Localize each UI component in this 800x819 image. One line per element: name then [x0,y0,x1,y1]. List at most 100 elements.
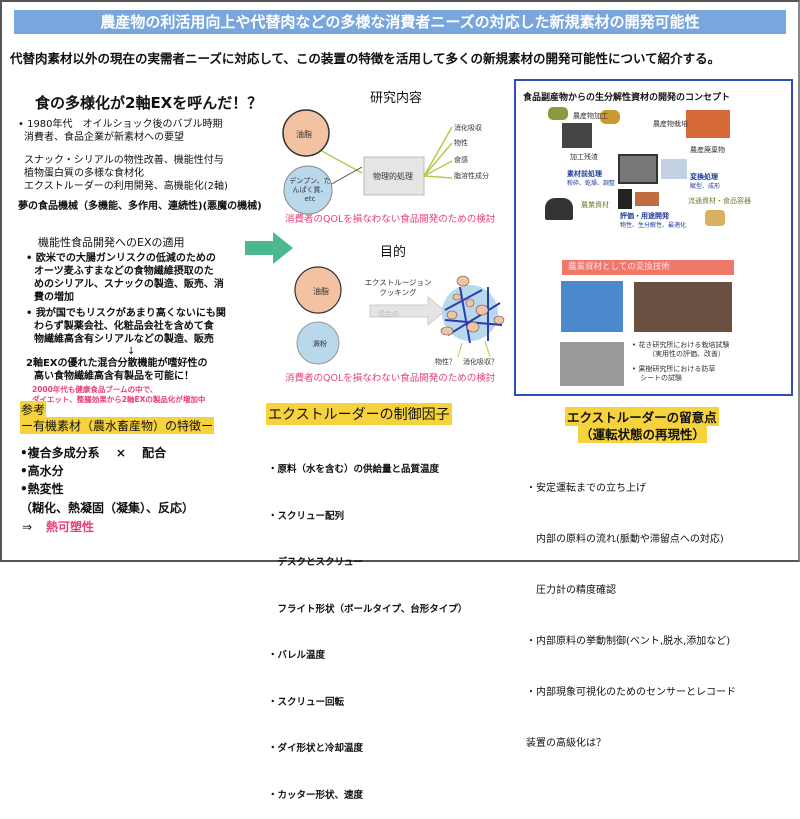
caution-item: 内部の原料の流れ(脈動や滞留点への対応) [526,534,724,545]
starch-label: デンプン、たんぱく質、etc [289,177,331,203]
purpose-caption: 消費者のQOLを損なわない食品開発のための検討 [285,373,496,384]
extruder-image [618,154,658,184]
concept-label: 農産物栽培 [653,120,688,128]
question-label: 物性？ [435,358,456,366]
factor-item: ・ダイ形状と冷却温度 [268,743,364,754]
reference-item: •複合多成分系 × 配合 [20,446,167,460]
factor-item: デスクとスクリュー [268,557,364,568]
functional-note: ダイエット、整腸効果から2軸EXの製品化が増加中 [32,395,206,404]
mixing-arrow-label: 混合の [378,310,399,318]
caution-item: ・安定運転までの立ち上げ [526,483,646,494]
concept-label: 農産廃棄物 [690,146,725,154]
seedling-tray-photo [561,281,623,332]
concept-label: 農業資材 [581,201,609,209]
reference-label: 参考 [20,401,47,418]
concept-label: 変換処理 [690,173,718,181]
functional-bullet: • 我が国でもリスクがあまり高くないにも関 [26,308,226,319]
functional-note: 2000年代も健康食品ブームの中で、 [32,385,158,394]
factor-item: ・カッター形状、速度 [268,789,364,801]
factor-item: ・スクリュー配列 [268,510,345,522]
factor-item: ・バレル温度 [268,650,326,661]
concept-note: • 花き研究所における栽培試験 [632,341,730,349]
concept-panel [514,79,793,396]
caution-item: ・内部原料の挙動制御(ベント,脱水,添加など) [526,636,731,647]
history-line: スナック・シリアルの物性改善、機能性付与 [24,155,224,166]
caution-item: 装置の高級化は？ [526,738,606,749]
concept-label: 粉砕、乾燥、調整 [567,180,616,187]
page-frame [0,0,800,562]
green-arrow-icon [245,232,293,264]
trees-image [545,198,573,220]
research-heading: 研究内容 [370,91,423,106]
concept-label: 賦型、成形 [690,183,721,190]
oil-circle [282,109,330,157]
purpose-flour-label: 澱粉 [313,340,327,348]
functional-bullet: めのシリアル、スナックの製造、販売、消 [34,279,224,290]
page-title: 農産物の利活用向上や代替肉などの多様な消費者ニーズの対応した新規素材の開発可能性 [14,10,786,34]
concept-label: 加工残渣 [570,153,598,161]
cautions-list: ・安定運転までの立ち上げ 内部の原料の流れ(脈動や滞留点への対応) 圧力計の精度… [526,446,736,769]
research-output: 食感 [454,156,468,164]
caution-item: ・内部現象可視化のためのセンサーとレコード [526,687,736,698]
concept-label: 流通資材・食品容器 [688,197,751,205]
cautions-subheading: （運転状態の再現性） [578,424,708,443]
reference-heading: ー有機素材（農水畜産物）の特徴ー [20,417,215,434]
caution-item: 圧力計の精度確認 [526,585,616,596]
cautions-heading: エクストルーダーの留意点 [565,407,719,426]
processing-machine-image [562,123,592,148]
starch-circle [283,165,333,215]
field-image [686,110,730,138]
purpose-heading: 目的 [380,245,407,260]
functional-bullet: 費の増加 [34,292,74,303]
planter-photo [560,342,624,386]
history-line: エクストルーダーの利用開発、高機能化(2軸) [24,181,228,192]
reference-item: •熱変性 [20,482,64,496]
concept-note: （実用性の評価、改善） [648,350,725,358]
concept-heading: 食品副産物からの生分解性資材の開発のコンセプト [523,93,731,103]
research-output: 物性 [454,139,468,147]
history-line: • 1980年代 オイルショック後のバブル時期 [18,119,223,130]
question-label: 消化吸収？ [463,358,498,366]
history-heading: 食の多様化が2軸EXを呼んだ！？ [35,94,263,112]
thermoplastic-result: 熱可塑性 [46,520,95,534]
vegetable-image [600,110,620,124]
functional-bullet: • 欧米での大腸ガンリスクの低減のための [26,253,216,264]
concept-label: 農産物加工 [573,112,608,120]
purpose-diagram [294,266,505,365]
conversion-banner: 農業資材としての変換技術 [562,260,734,275]
purpose-oil-label: 油脂 [313,287,329,296]
product-image [618,189,632,209]
pots-photo [634,282,732,332]
food-container-image [705,210,725,226]
process-box [363,156,425,196]
factors-heading: エクストルーダーの制御因子 [266,403,452,425]
research-output: 消化吸収 [454,124,482,132]
conversion-machine-image [661,159,687,179]
research-caption: 消費者のQOLを損なわない食品開発のための検討 [285,214,496,225]
factor-item: フライト形状（ボールタイプ、台形タイプ） [268,603,468,615]
process-label: 物理的処理 [373,172,413,181]
concept-note: シートの試験 [640,374,682,382]
functional-bullet: わらず製薬会社、化粧品会社を含めて食 [34,321,214,332]
reference-item: •高水分 [20,464,64,478]
reference-item: （糊化、熱凝固（凝集）、反応） [20,501,195,515]
functional-conclusion: 2軸EXの優れた混合分散機能が嗜好性の [26,358,208,369]
factors-list: ・原料（水を含む）の供給量と品質温度 ・スクリュー配列 デスクとスクリュー フラ… [268,431,467,819]
sheet-image [635,192,659,206]
lead-text: 代替肉素材以外の現在の実需者ニーズに対応して、この装置の特徴を活用して多くの新規… [10,51,721,66]
produce-image [548,107,568,120]
functional-conclusion: 高い食物繊維高含有製品を可能に！ [34,371,194,382]
concept-note: • 果樹研究所における防草 [632,365,716,373]
concept-label: 素材前処理 [567,170,602,178]
research-diagram [282,109,453,215]
factor-item: ・原料（水を含む）の供給量と品質温度 [268,464,440,475]
history-line: 消費者、食品企業が新素材への要望 [24,132,184,143]
concept-label: 評価・用途開発 [620,212,669,220]
functional-bullet: オーツ麦ふすまなどの食物繊維摂取のた [34,266,214,277]
history-line: 植物蛋白質の多様な食材化 [24,168,144,179]
oil-label: 油脂 [296,130,312,139]
history-dream: 夢の食品機械（多機能、多作用、連続性)(悪魔の機械) [18,201,262,212]
concept-label: 物性、生分解性、最適化 [620,222,687,229]
extrusion-label: エクストルージョン クッキング [364,278,432,297]
factor-item: ・スクリュー回転 [268,696,345,708]
